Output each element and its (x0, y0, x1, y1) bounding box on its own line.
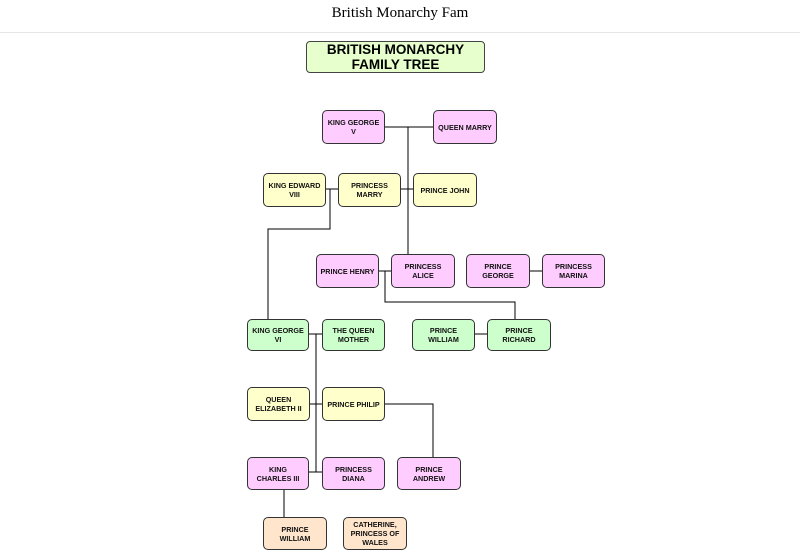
node-prince-andrew: PRINCE ANDREW (397, 457, 461, 490)
connector-philip-andrew (385, 403, 434, 457)
node-prince-henry: PRINCE HENRY (316, 254, 379, 288)
connector-edward-george-vi (267, 189, 331, 319)
node-king-george-v: KING GEORGE V (322, 110, 385, 144)
node-princess-marry: PRINCESS MARRY (338, 173, 401, 207)
node-prince-john: PRINCE JOHN (413, 173, 477, 207)
page-title: British Monarchy Fam (0, 0, 800, 33)
node-queen-elizabeth-ii: QUEEN ELIZABETH II (247, 387, 310, 421)
node-prince-richard: PRINCE RICHARD (487, 319, 551, 351)
node-catherine-princess-of-wales: CATHERINE, PRINCESS OF WALES (343, 517, 407, 550)
node-prince-philip: PRINCE PHILIP (322, 387, 385, 421)
node-king-edward-viii: KING EDWARD VIII (263, 173, 326, 207)
node-prince-william-2: PRINCE WILLIAM (263, 517, 327, 550)
diagram-title: BRITISH MONARCHY FAMILY TREE (306, 41, 485, 73)
node-the-queen-mother: THE QUEEN MOTHER (322, 319, 385, 351)
node-queen-marry: QUEEN MARRY (433, 110, 497, 144)
node-prince-george: PRINCE GEORGE (466, 254, 530, 288)
node-princess-alice: PRINCESS ALICE (391, 254, 455, 288)
connector-henry-children (384, 271, 516, 319)
node-prince-william-1: PRINCE WILLIAM (412, 319, 475, 351)
node-princess-marina: PRINCESS MARINA (542, 254, 605, 288)
node-king-george-vi: KING GEORGE VI (247, 319, 309, 351)
node-king-charles-iii: KING CHARLES III (247, 457, 309, 490)
node-princess-diana: PRINCESS DIANA (322, 457, 385, 490)
